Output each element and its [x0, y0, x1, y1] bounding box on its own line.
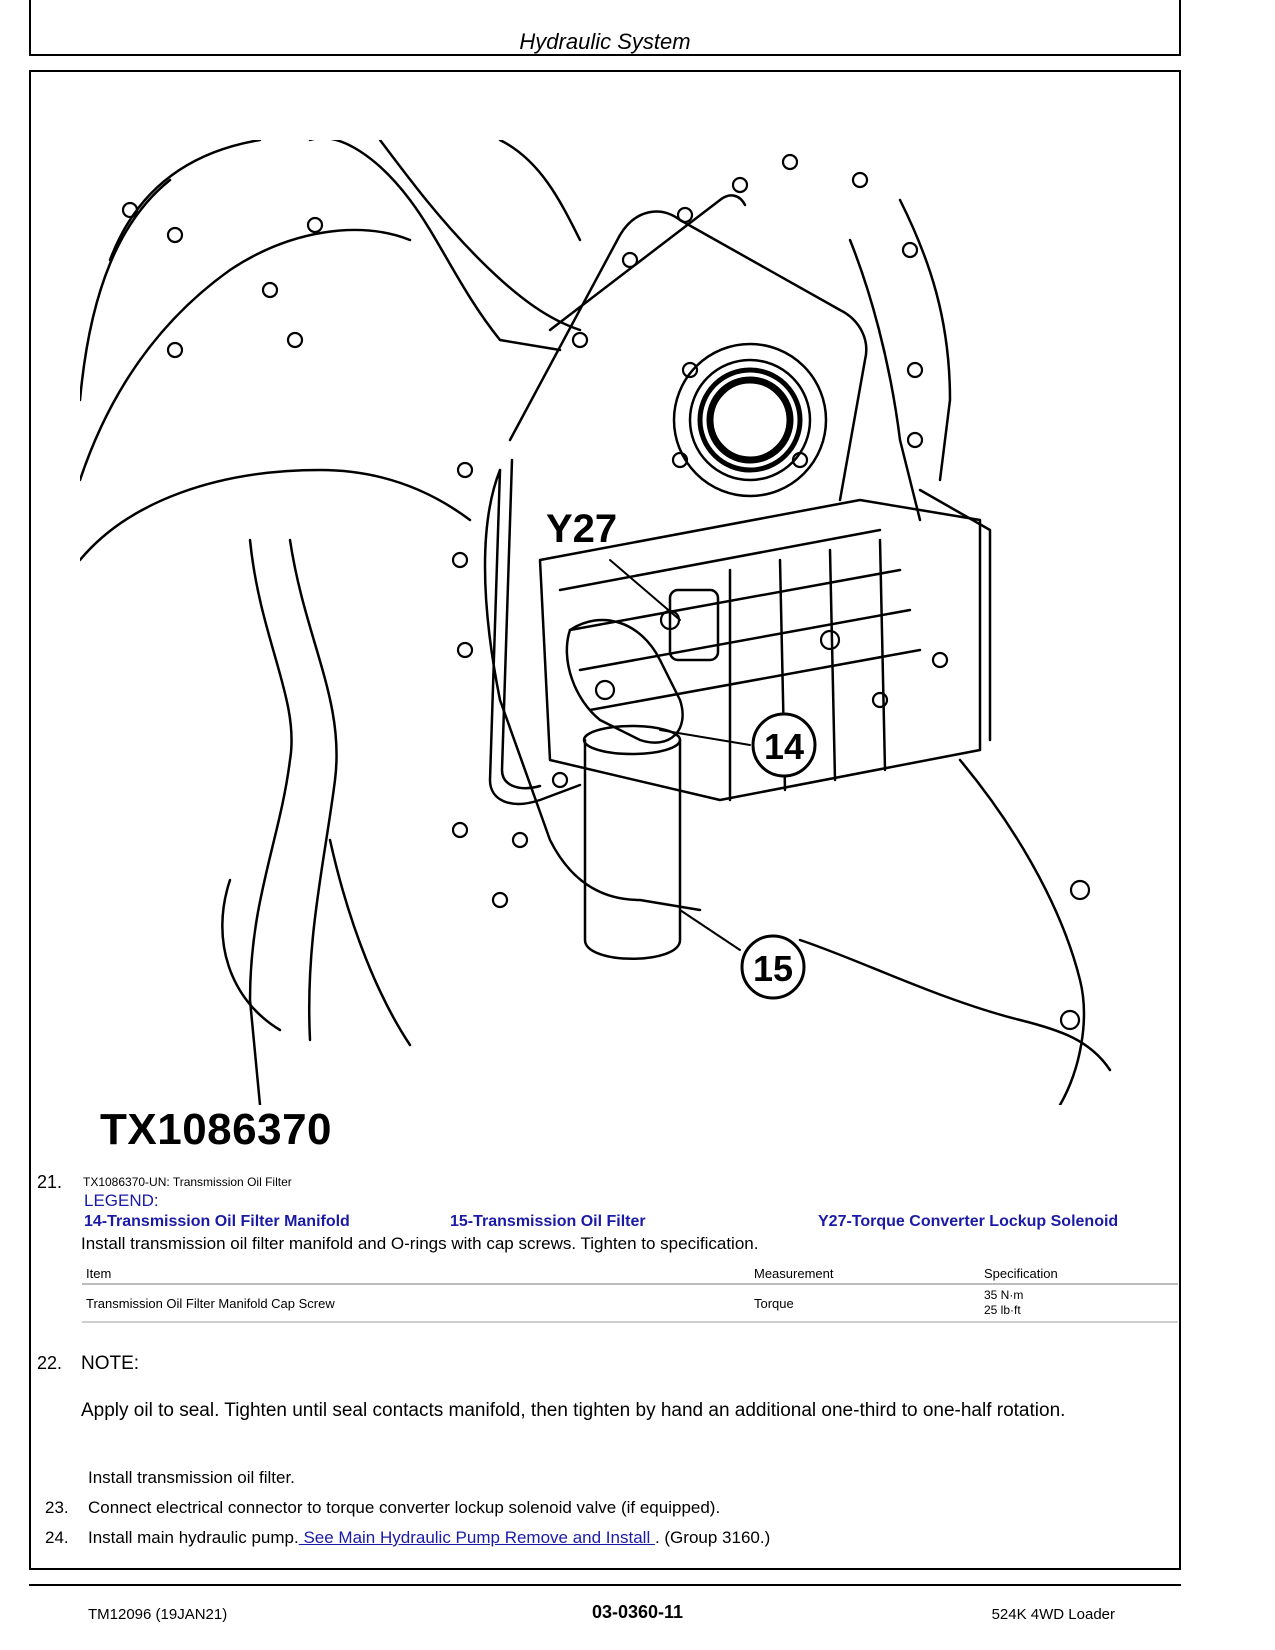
cross-reference-link[interactable]: See Main Hydraulic Pump Remove and Insta…	[298, 1528, 655, 1547]
column-header-item: Item	[82, 1264, 750, 1285]
step-24-line: Install main hydraulic pump. See Main Hy…	[88, 1528, 770, 1548]
note-text: Apply oil to seal. Tighten until seal co…	[81, 1400, 1066, 1421]
step-22-instruction: Install transmission oil filter.	[88, 1468, 295, 1487]
page-header: Hydraulic System	[29, 0, 1181, 56]
footer-manual-id: TM12096 (19JAN21)	[88, 1606, 228, 1623]
specification-table: Item Measurement Specification Transmiss…	[82, 1264, 1178, 1323]
column-header-measurement: Measurement	[750, 1264, 980, 1285]
footer-rule	[29, 1584, 1181, 1586]
footer-model: 524K 4WD Loader	[991, 1606, 1115, 1623]
table-header-row: Item Measurement Specification	[82, 1264, 1178, 1285]
transmission-illustration: Y27 14 15	[80, 140, 1112, 1105]
spec-metric: 35 N·m	[984, 1288, 1024, 1302]
figure-id-label: TX1086370	[100, 1105, 333, 1154]
legend-item-15: 15-Transmission Oil Filter	[450, 1213, 646, 1230]
step-number-23: 23.	[45, 1498, 69, 1517]
callout-14: 14	[764, 726, 804, 767]
step-number-24: 24.	[45, 1528, 69, 1547]
callout-y27: Y27	[546, 507, 617, 551]
step-21-instruction: Install transmission oil filter manifold…	[81, 1234, 759, 1253]
section-title: Hydraulic System	[519, 29, 691, 54]
legend-title: LEGEND:	[84, 1191, 159, 1210]
step-23-text: Connect electrical connector to torque c…	[88, 1498, 721, 1517]
column-header-specification: Specification	[980, 1264, 1178, 1285]
step-number-22: 22.	[37, 1353, 63, 1373]
callout-15: 15	[753, 948, 793, 989]
table-row: Transmission Oil Filter Manifold Cap Scr…	[82, 1284, 1178, 1323]
step-number-21: 21.	[37, 1172, 63, 1192]
footer-page-number: 03-0360-11	[591, 1602, 684, 1622]
spec-imperial: 25 lb·ft	[984, 1303, 1021, 1317]
note-heading: NOTE:	[81, 1353, 140, 1374]
step-24-text: Install main hydraulic pump.	[88, 1528, 299, 1547]
content-frame	[29, 70, 1181, 1570]
cell-item: Transmission Oil Filter Manifold Cap Scr…	[82, 1284, 750, 1323]
step-24-suffix: . (Group 3160.)	[654, 1528, 771, 1547]
cell-specification: 35 N·m 25 lb·ft	[980, 1284, 1178, 1323]
legend-item-14: 14-Transmission Oil Filter Manifold	[84, 1213, 350, 1230]
legend-item-y27: Y27-Torque Converter Lockup Solenoid	[818, 1213, 1119, 1230]
cell-measurement: Torque	[750, 1284, 980, 1323]
figure-caption: TX1086370-UN: Transmission Oil Filter	[83, 1175, 292, 1189]
